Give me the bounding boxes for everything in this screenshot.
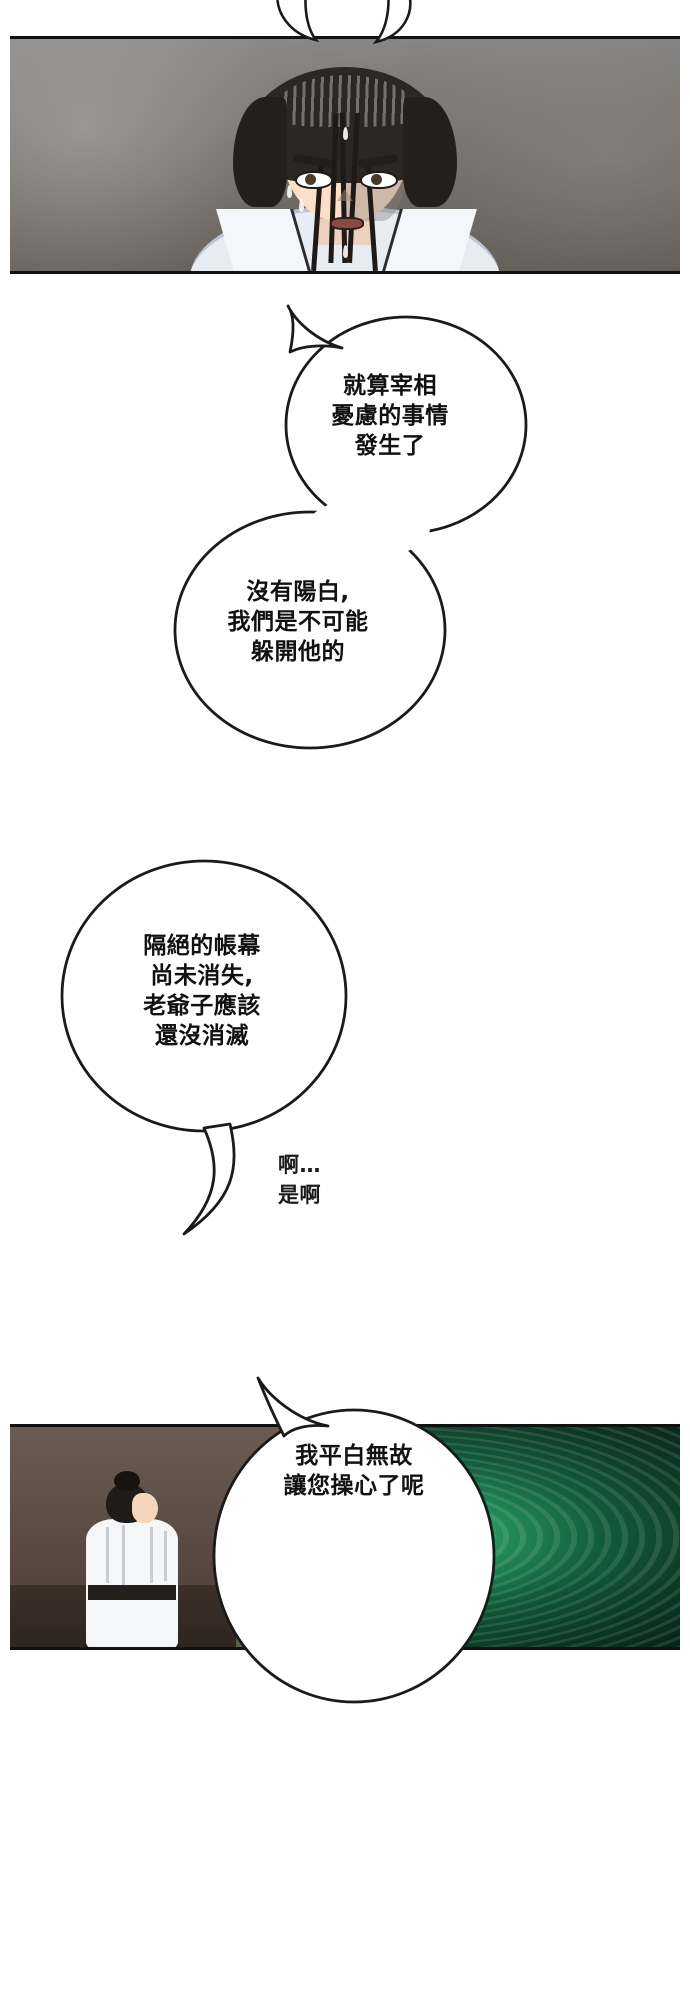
speech-bubble-middle-text: 隔絕的帳幕 尚未消失, 老爺子應該 還沒消滅 [143, 933, 261, 1049]
speech-bubble-top-first-text: 就算宰相 憂慮的事情 發生了 [331, 373, 449, 459]
speech-bubble-top-second-text: 沒有陽白, 我們是不可能 躲開他的 [227, 579, 369, 665]
character-hair-side-left [233, 97, 287, 207]
robe-fold [164, 1531, 167, 1581]
character-pupil-left [305, 174, 316, 185]
panel-top [10, 36, 680, 274]
woman-hair-bun [114, 1471, 140, 1491]
in-panel-caption-old-man: 啊… 是啊 [278, 1153, 321, 1208]
sweat-drop [343, 127, 348, 140]
woman-white-robe [86, 1519, 178, 1647]
old-man-moustache [272, 1531, 298, 1553]
woman-face-profile [132, 1493, 158, 1523]
sweat-drop [299, 199, 304, 212]
old-man-robe-lower [236, 1603, 332, 1647]
speech-bubble-top-first [173, 304, 528, 750]
sweat-drop [343, 245, 348, 258]
character-mouth [330, 217, 364, 230]
sweat-drop [287, 185, 292, 198]
robe-fold [106, 1527, 109, 1583]
character-nose [337, 189, 353, 201]
old-man-hat-brim [248, 1517, 322, 1525]
speech-bubble-bottom-text: 我平白無故 讓您操心了呢 [283, 1443, 425, 1499]
robe-fold [150, 1527, 153, 1583]
robe-fold [122, 1525, 125, 1585]
character-pupil-right [371, 174, 382, 185]
woman-waist-sash [88, 1585, 176, 1600]
